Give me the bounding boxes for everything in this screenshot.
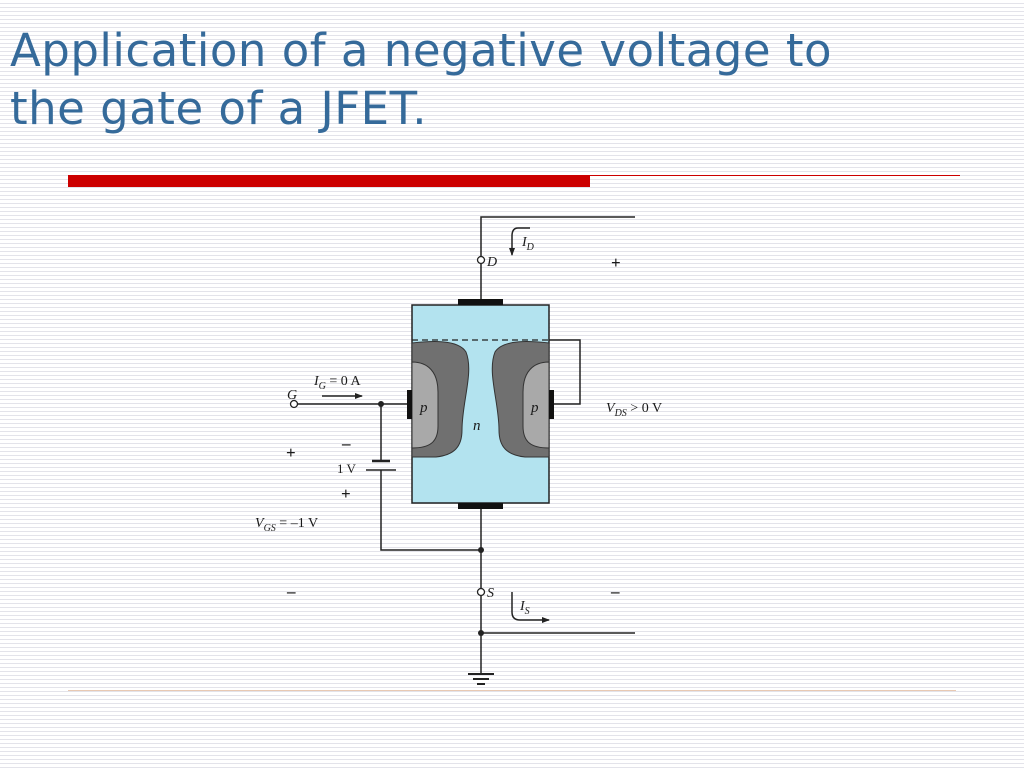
- gate-contact-right: [549, 390, 554, 419]
- p-region-left: [411, 361, 439, 449]
- vds-label: VDS > 0 V: [606, 401, 662, 419]
- p-region-left-label: p: [419, 400, 428, 416]
- slide-title: Application of a negative voltage to the…: [10, 22, 1010, 138]
- battery-minus-sign: –: [341, 434, 351, 453]
- vgs-minus-sign: –: [286, 582, 296, 601]
- title-underline-thick: [68, 175, 590, 187]
- vds-plus-sign: +: [611, 253, 621, 272]
- ground-icon: [468, 673, 494, 685]
- p-region-right: [522, 361, 550, 449]
- source-current-arrow: [511, 592, 550, 623]
- drain-terminal: [476, 255, 486, 265]
- source-node: [478, 547, 484, 553]
- footer-divider: [68, 690, 956, 691]
- title-underline-thin: [590, 175, 960, 176]
- gate-current-label: IG = 0 A: [313, 374, 362, 392]
- gate-contact-left: [407, 390, 412, 419]
- battery-plus-sign: +: [341, 484, 351, 503]
- source-contact: [458, 503, 503, 509]
- gate-terminal: [289, 399, 299, 409]
- source-current-label: IS: [519, 599, 530, 617]
- source-terminal: [476, 587, 486, 597]
- vgs-plus-sign: +: [286, 443, 296, 462]
- drain-wire: [480, 216, 635, 256]
- drain-current-label: ID: [521, 235, 535, 253]
- drain-current-arrow: [509, 227, 530, 256]
- gate-tie-wire: [549, 339, 581, 405]
- title-line-1: Application of a negative voltage to: [10, 24, 833, 77]
- drain-label: D: [486, 255, 497, 270]
- source-label: S: [487, 586, 494, 601]
- p-region-right-label: p: [530, 400, 539, 416]
- battery-voltage-label: 1 V: [337, 461, 357, 476]
- battery-wire-bottom: [380, 470, 481, 551]
- vgs-label: VGS = –1 V: [255, 516, 318, 534]
- gate-label: G: [287, 388, 297, 403]
- title-line-2: the gate of a JFET.: [10, 82, 428, 135]
- n-channel-label: n: [473, 418, 481, 434]
- vds-minus-sign: –: [610, 582, 620, 601]
- drain-contact: [458, 299, 503, 305]
